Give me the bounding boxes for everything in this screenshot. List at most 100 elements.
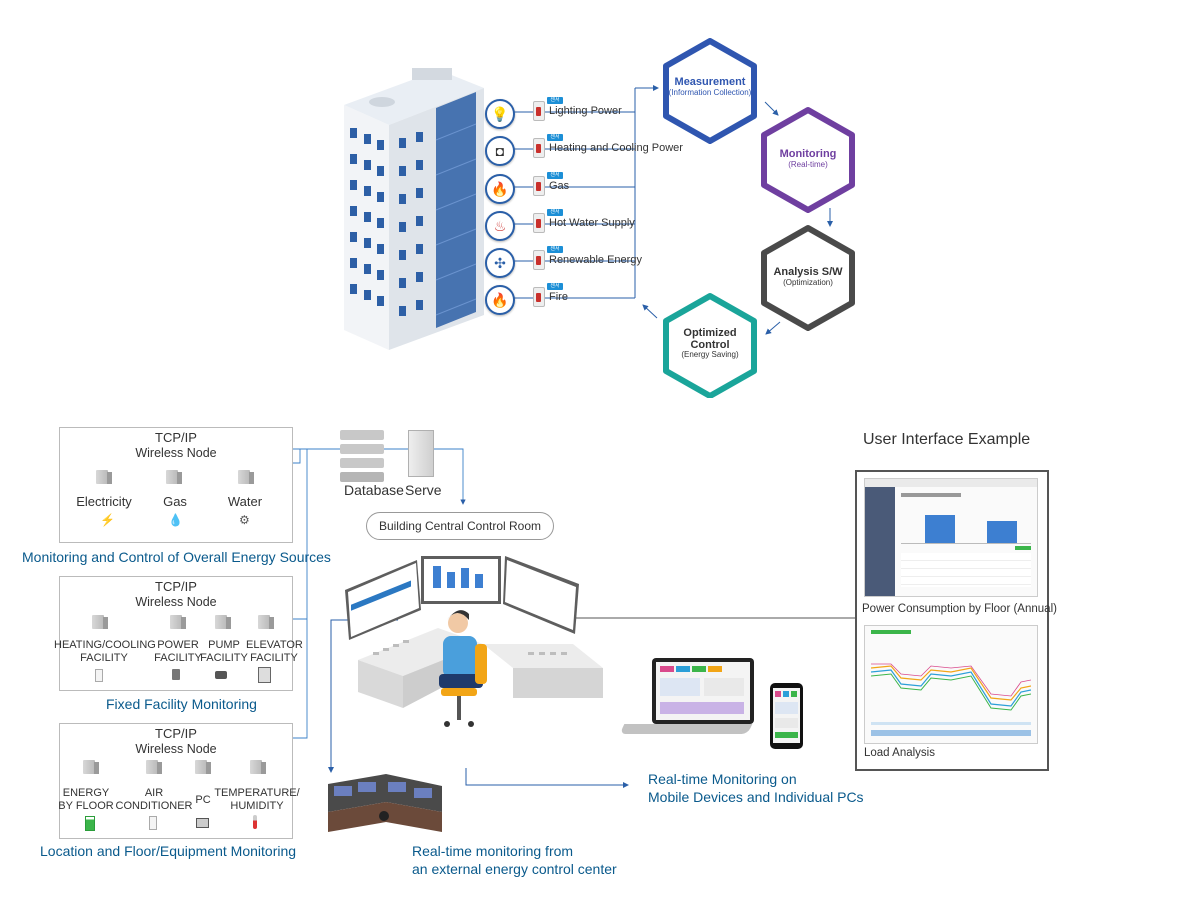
control-room-label: Building Central Control Room <box>366 512 554 540</box>
gas-flame-icon: 🔥 <box>485 174 515 204</box>
sensor-fire: 🔥 센서 Fire <box>485 283 685 315</box>
tcpip-label: TCP/IP <box>155 430 197 445</box>
web-server-icon <box>408 430 434 477</box>
screenshot-load-analysis <box>864 625 1038 744</box>
cycle-hexagons <box>663 38 855 398</box>
sensor-label: Fire <box>549 291 568 303</box>
sensor-hot-water-supply: ♨ 센서 Hot Water Supply <box>485 209 685 241</box>
node-icon <box>166 470 182 486</box>
tcpip-label: TCP/IP <box>155 579 197 594</box>
sensor-device-icon <box>533 176 545 196</box>
device-label-temperature-humidity: TEMPERATURE/HUMIDITY <box>214 787 300 812</box>
node-icon <box>96 470 112 486</box>
caption-fixed-facility: Fixed Facility Monitoring <box>106 696 257 712</box>
control-room-illustration <box>343 548 613 738</box>
sensor-label: Heating and Cooling Power <box>549 142 683 154</box>
external-control-center-icon <box>326 772 446 834</box>
tcpip-label: TCP/IP <box>155 726 197 741</box>
building-illustration <box>344 50 484 355</box>
device-label-electricity: Electricity <box>76 494 132 509</box>
sensor-device-icon <box>533 138 545 158</box>
sensor-device-icon <box>533 287 545 307</box>
hex-optimized-control <box>663 293 757 398</box>
sensor-label: Lighting Power <box>549 105 622 117</box>
caption-energy-sources: Monitoring and Control of Overall Energy… <box>22 549 331 565</box>
meter-icon <box>172 669 180 680</box>
sensor-lighting-power: 💡 센서 Lighting Power <box>485 97 685 129</box>
node-icon <box>258 615 274 631</box>
sensor-device-icon <box>533 250 545 270</box>
database-label: Database <box>344 482 404 498</box>
valve-icon: ⚙ <box>239 513 250 527</box>
device-label-pc: PC <box>195 794 211 806</box>
smartphone-icon <box>770 683 803 749</box>
pc-icon <box>196 818 209 828</box>
light-bulb-icon: 💡 <box>485 99 515 129</box>
thermostat-icon <box>95 669 103 682</box>
node-icon <box>238 470 254 486</box>
sensor-heating-cooling-power: ◘ 센서 Heating and Cooling Power <box>485 134 685 166</box>
wireless-node-label: Wireless Node <box>135 446 217 460</box>
node-icon <box>146 760 162 776</box>
node-icon <box>83 760 99 776</box>
hex-monitoring <box>761 107 855 213</box>
sensor-tag: 센서 <box>547 134 563 141</box>
screenshot-power-consumption <box>864 478 1038 597</box>
sensor-device-icon <box>533 101 545 121</box>
node-icon <box>250 760 266 776</box>
sensor-label: Gas <box>549 180 570 192</box>
caption-load-analysis: Load Analysis <box>864 747 935 759</box>
battery-icon <box>85 816 95 831</box>
elevator-icon <box>258 667 271 683</box>
ceiling-unit-icon: ◘ <box>485 136 515 166</box>
caption-location-floor: Location and Floor/Equipment Monitoring <box>40 843 297 859</box>
device-label-gas: Gas <box>163 494 187 509</box>
sensor-tag: 센서 <box>547 172 563 179</box>
device-label-water: Water <box>227 494 263 509</box>
sensor-gas: 🔥 센서 Gas <box>485 172 685 204</box>
wireless-node-label: Wireless Node <box>135 595 217 609</box>
node-icon <box>170 615 186 631</box>
sensor-device-icon <box>533 213 545 233</box>
wireless-node-label: Wireless Node <box>135 742 217 756</box>
sensor-tag: 센서 <box>547 283 563 290</box>
thermometer-icon <box>253 815 257 829</box>
node-icon <box>92 615 108 631</box>
fire-icon: 🔥 <box>485 285 515 315</box>
serve-label: Serve <box>405 482 442 498</box>
sensor-label: Hot Water Supply <box>549 217 635 229</box>
sensor-tag: 센서 <box>547 97 563 104</box>
ac-unit-icon <box>149 816 157 830</box>
lightning-icon: ⚡ <box>100 513 115 527</box>
ui-example-title: User Interface Example <box>863 431 1031 448</box>
wind-turbine-icon: ✣ <box>485 248 515 278</box>
laptop-icon <box>619 658 754 742</box>
water-drop-icon: 💧 <box>168 513 183 527</box>
database-server-icon <box>340 430 386 482</box>
node-icon <box>215 615 231 631</box>
hex-measurement <box>663 38 757 144</box>
hex-monitoring-text: Monitoring (Real-time) <box>779 148 837 169</box>
hex-measurement-text: Measurement (Information Collection) <box>668 76 752 97</box>
pump-icon <box>215 671 227 679</box>
sensor-tag: 센서 <box>547 246 563 253</box>
hex-optimized-control-text: Optimized Control (Energy Saving) <box>681 327 739 360</box>
group-energy-sources: TCP/IP Wireless Node Electricity Gas Wat… <box>59 427 293 543</box>
sensor-tag: 센서 <box>547 209 563 216</box>
hex-analysis-text: Analysis S/W (Optimization) <box>773 266 843 287</box>
sensor-renewable-energy: ✣ 센서 Renewable Energy <box>485 246 685 278</box>
hex-analysis <box>761 225 855 331</box>
hot-water-icon: ♨ <box>485 211 515 241</box>
node-icon <box>195 760 211 776</box>
sensor-label: Renewable Energy <box>549 254 642 266</box>
